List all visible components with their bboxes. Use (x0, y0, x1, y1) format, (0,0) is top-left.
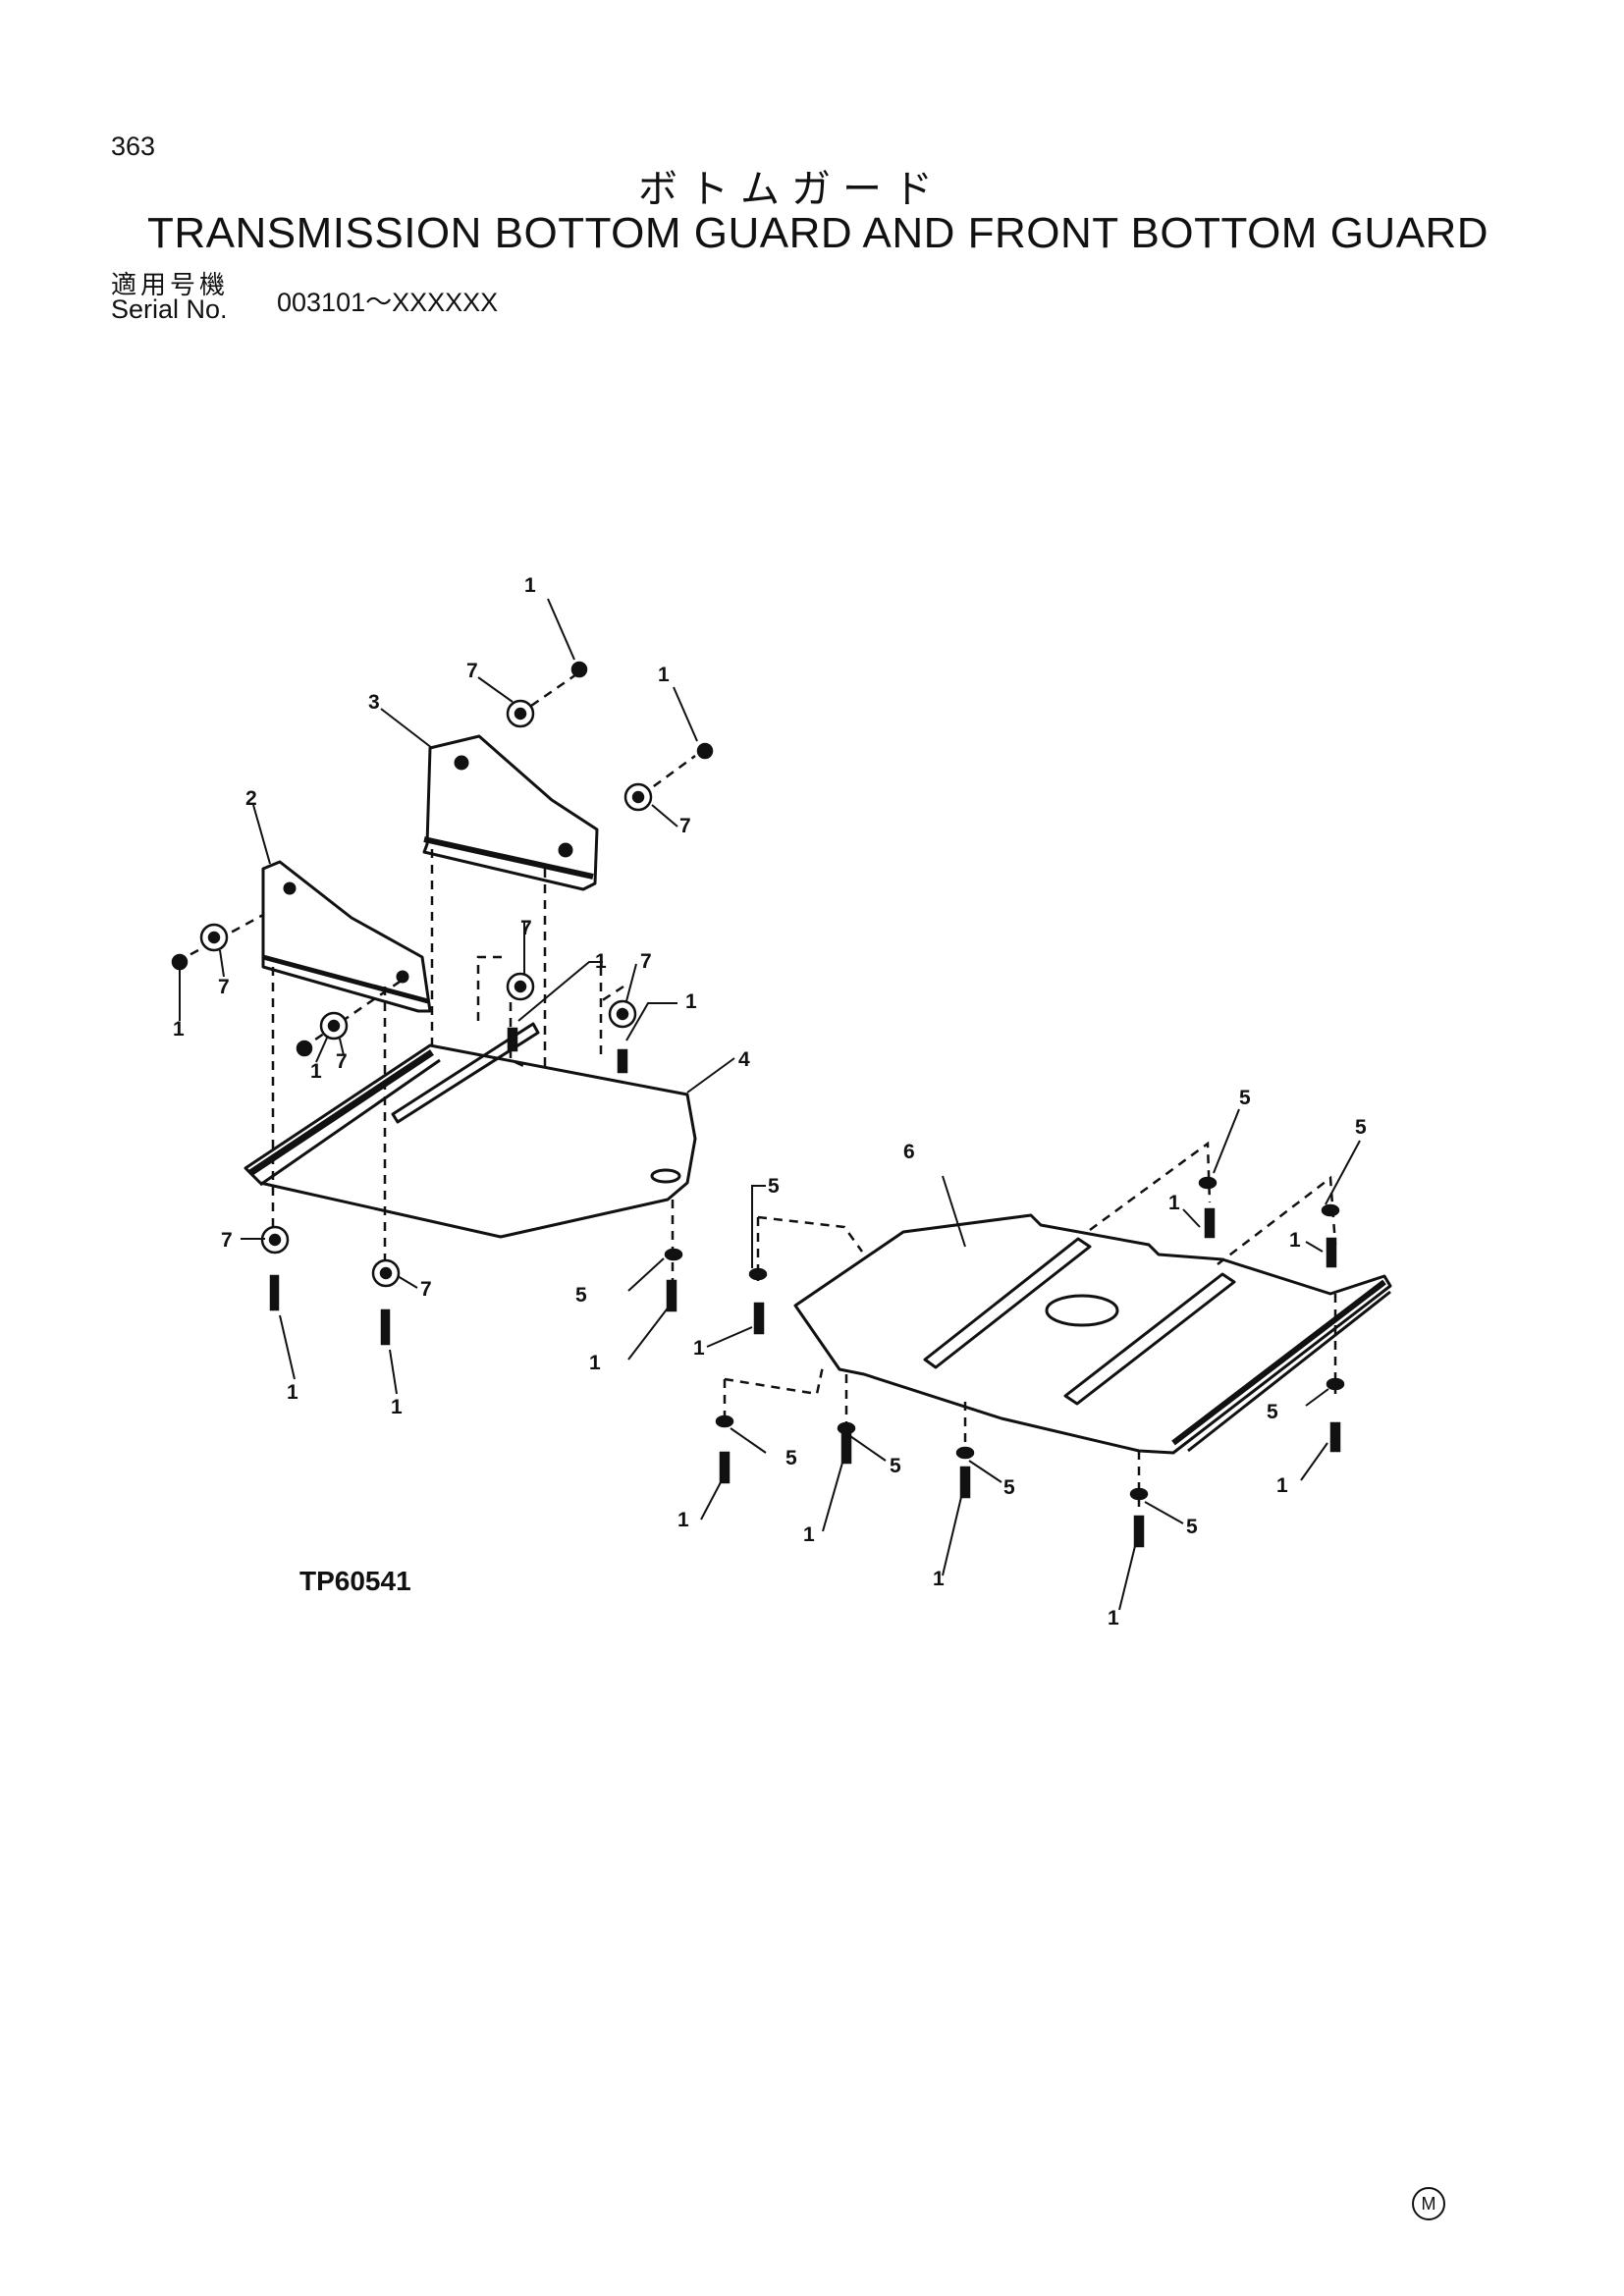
callout-labels: 1 7 1 3 7 2 1 7 1 7 7 1 7 1 4 7 7 1 1 5 … (173, 574, 1367, 1629)
callout-1: 1 (287, 1381, 298, 1404)
callout-1: 1 (1276, 1474, 1288, 1497)
serial-label: Serial No. (111, 294, 228, 324)
page-number: 363 (111, 132, 156, 161)
part-6-front-bottom-guard (793, 1213, 1392, 1455)
callout-7: 7 (218, 976, 230, 998)
callout-5: 5 (785, 1447, 797, 1469)
callout-1: 1 (1108, 1607, 1119, 1629)
callout-5: 5 (575, 1284, 587, 1307)
serial-label-japanese: 適用号機 (111, 271, 230, 300)
corner-mark: M (1412, 2187, 1445, 2220)
callout-5: 5 (1267, 1401, 1278, 1423)
callout-1: 1 (524, 574, 536, 597)
callout-7: 7 (520, 917, 532, 939)
serial-range: 003101～XXXXXX (277, 288, 499, 317)
fasteners (171, 661, 1345, 1548)
callout-1: 1 (677, 1509, 689, 1531)
callout-4: 4 (738, 1048, 750, 1071)
callout-7: 7 (221, 1229, 233, 1252)
callout-3: 3 (368, 691, 380, 714)
callout-1: 1 (1168, 1192, 1180, 1214)
callout-1: 1 (310, 1060, 322, 1083)
callout-5: 5 (1186, 1516, 1198, 1538)
callout-1: 1 (685, 990, 697, 1013)
callout-1: 1 (803, 1523, 815, 1546)
callout-2: 2 (245, 787, 257, 810)
callout-5: 5 (768, 1175, 780, 1198)
part-3-bracket (422, 734, 599, 891)
callout-1: 1 (658, 664, 670, 686)
callout-5: 5 (1003, 1476, 1015, 1499)
callout-1: 1 (173, 1018, 185, 1041)
part-4-bottom-guard (244, 1022, 697, 1239)
callout-1: 1 (595, 950, 607, 973)
page-title-japanese: ボトムガード (638, 167, 945, 212)
callout-7: 7 (420, 1278, 432, 1301)
page-title: TRANSMISSION BOTTOM GUARD AND FRONT BOTT… (147, 209, 1489, 257)
callout-7: 7 (679, 815, 691, 837)
callout-1: 1 (933, 1568, 945, 1590)
callout-5: 5 (1355, 1116, 1367, 1139)
callout-1: 1 (391, 1396, 403, 1418)
callout-5: 5 (890, 1455, 901, 1477)
drawing-id: TP60541 (299, 1566, 411, 1596)
assembly-guide-lines (176, 670, 1337, 1507)
part-2-bracket (261, 860, 432, 1013)
callout-6: 6 (903, 1141, 915, 1163)
callout-1: 1 (693, 1337, 705, 1360)
callout-7: 7 (336, 1050, 348, 1073)
callout-5: 5 (1239, 1087, 1251, 1109)
callout-1: 1 (1289, 1229, 1301, 1252)
leader-lines (179, 598, 1361, 1611)
callout-7: 7 (640, 950, 652, 973)
callout-1: 1 (589, 1352, 601, 1374)
callout-7: 7 (466, 660, 478, 682)
